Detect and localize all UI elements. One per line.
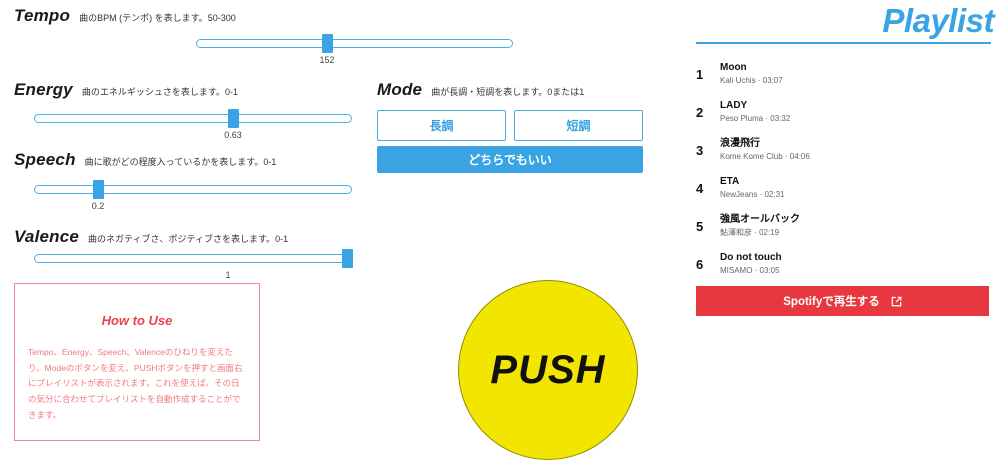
- controls-panel: Tempo 曲のBPM (テンポ) を表します。50-300 152 Energ…: [14, 6, 643, 460]
- valence-description: 曲のネガティブさ、ポジティブさを表します。0-1: [88, 234, 289, 244]
- valence-slider-thumb[interactable]: [342, 249, 353, 268]
- track-number: 5: [696, 218, 704, 234]
- track-name: Do not touch: [720, 252, 782, 264]
- mode-any-button[interactable]: どちらでもいい: [377, 146, 643, 173]
- energy-description: 曲のエネルギッシュさを表します。0-1: [81, 87, 238, 97]
- mode-minor-button[interactable]: 短調: [514, 110, 643, 141]
- playlist-title: Playlist: [882, 2, 994, 39]
- track-number: 1: [696, 66, 704, 82]
- track-name: 浪漫飛行: [720, 138, 760, 150]
- track-number: 4: [696, 180, 704, 196]
- track-name: ETA: [720, 176, 740, 188]
- mode-major-button[interactable]: 長調: [377, 110, 506, 141]
- tempo-value: 152: [319, 55, 335, 65]
- track-name: 強風オールバック: [720, 214, 800, 226]
- track-artist-duration: Kome Kome Club · 04:06: [720, 151, 810, 161]
- tempo-title: Tempo: [14, 6, 71, 25]
- how-to-use-title: How to Use: [101, 313, 173, 328]
- tempo-slider-thumb[interactable]: [322, 34, 333, 53]
- track-artist-duration: NewJeans · 02:31: [720, 189, 785, 199]
- speech-slider-thumb[interactable]: [93, 180, 104, 199]
- energy-value: 0.63: [224, 130, 242, 140]
- valence-heading: Valence 曲のネガティブさ、ポジティブさを表します。0-1: [14, 227, 288, 247]
- spotify-play-button-label: Spotifyで再生する: [783, 296, 880, 308]
- tempo-heading: Tempo 曲のBPM (テンポ) を表します。50-300: [14, 6, 236, 26]
- track-artist-duration: Kali Uchis · 03:07: [720, 75, 783, 85]
- speech-title: Speech: [14, 150, 76, 169]
- valence-value: 1: [225, 270, 231, 280]
- energy-heading: Energy 曲のエネルギッシュさを表します。0-1: [14, 80, 238, 100]
- track-name: LADY: [720, 100, 748, 112]
- energy-slider-thumb[interactable]: [228, 109, 239, 128]
- speech-description: 曲に歌がどの程度入っているかを表します。0-1: [84, 157, 277, 167]
- speech-heading: Speech 曲に歌がどの程度入っているかを表します。0-1: [14, 150, 276, 170]
- how-to-use-body: Tempo、Energy、Speech、Valenceのひねりを変えたり、Mod…: [28, 347, 243, 420]
- energy-title: Energy: [14, 80, 73, 99]
- external-link-icon: [891, 296, 902, 307]
- energy-slider-track[interactable]: [34, 114, 352, 123]
- mode-button-row: 長調 短調: [377, 110, 643, 141]
- tempo-description: 曲のBPM (テンポ) を表します。50-300: [79, 13, 236, 23]
- valence-title: Valence: [14, 227, 80, 246]
- track-number: 3: [696, 142, 704, 158]
- track-number: 6: [696, 256, 704, 272]
- valence-slider-track[interactable]: [34, 254, 352, 263]
- push-button[interactable]: PUSH: [458, 280, 638, 460]
- track-artist-duration: Peso Pluma · 03:32: [720, 113, 791, 123]
- tempo-slider-track[interactable]: [196, 39, 513, 48]
- track-artist-duration: MISAMO · 03:05: [720, 265, 780, 275]
- speech-slider-track[interactable]: [34, 185, 352, 194]
- track-meta: 強風オールバック鮎澤和彦 · 02:19: [720, 213, 800, 239]
- track-name: Moon: [720, 62, 747, 74]
- speech-value: 0.2: [91, 201, 105, 211]
- mode-description: 曲が長調・短調を表します。0または1: [431, 87, 585, 97]
- track-artist-duration: 鮎澤和彦 · 02:19: [720, 227, 780, 237]
- mode-heading: Mode 曲が長調・短調を表します。0または1: [377, 80, 584, 100]
- track-number: 2: [696, 104, 704, 120]
- spotify-play-button[interactable]: Spotifyで再生する: [696, 286, 989, 316]
- how-to-use-box: How to Use Tempo、Energy、Speech、Valenceのひ…: [14, 283, 260, 441]
- mode-title: Mode: [377, 80, 423, 99]
- push-button-label: PUSH: [490, 347, 606, 392]
- track-row[interactable]: 5 強風オールバック鮎澤和彦 · 02:19: [690, 207, 1000, 245]
- playlist-divider: [696, 42, 991, 44]
